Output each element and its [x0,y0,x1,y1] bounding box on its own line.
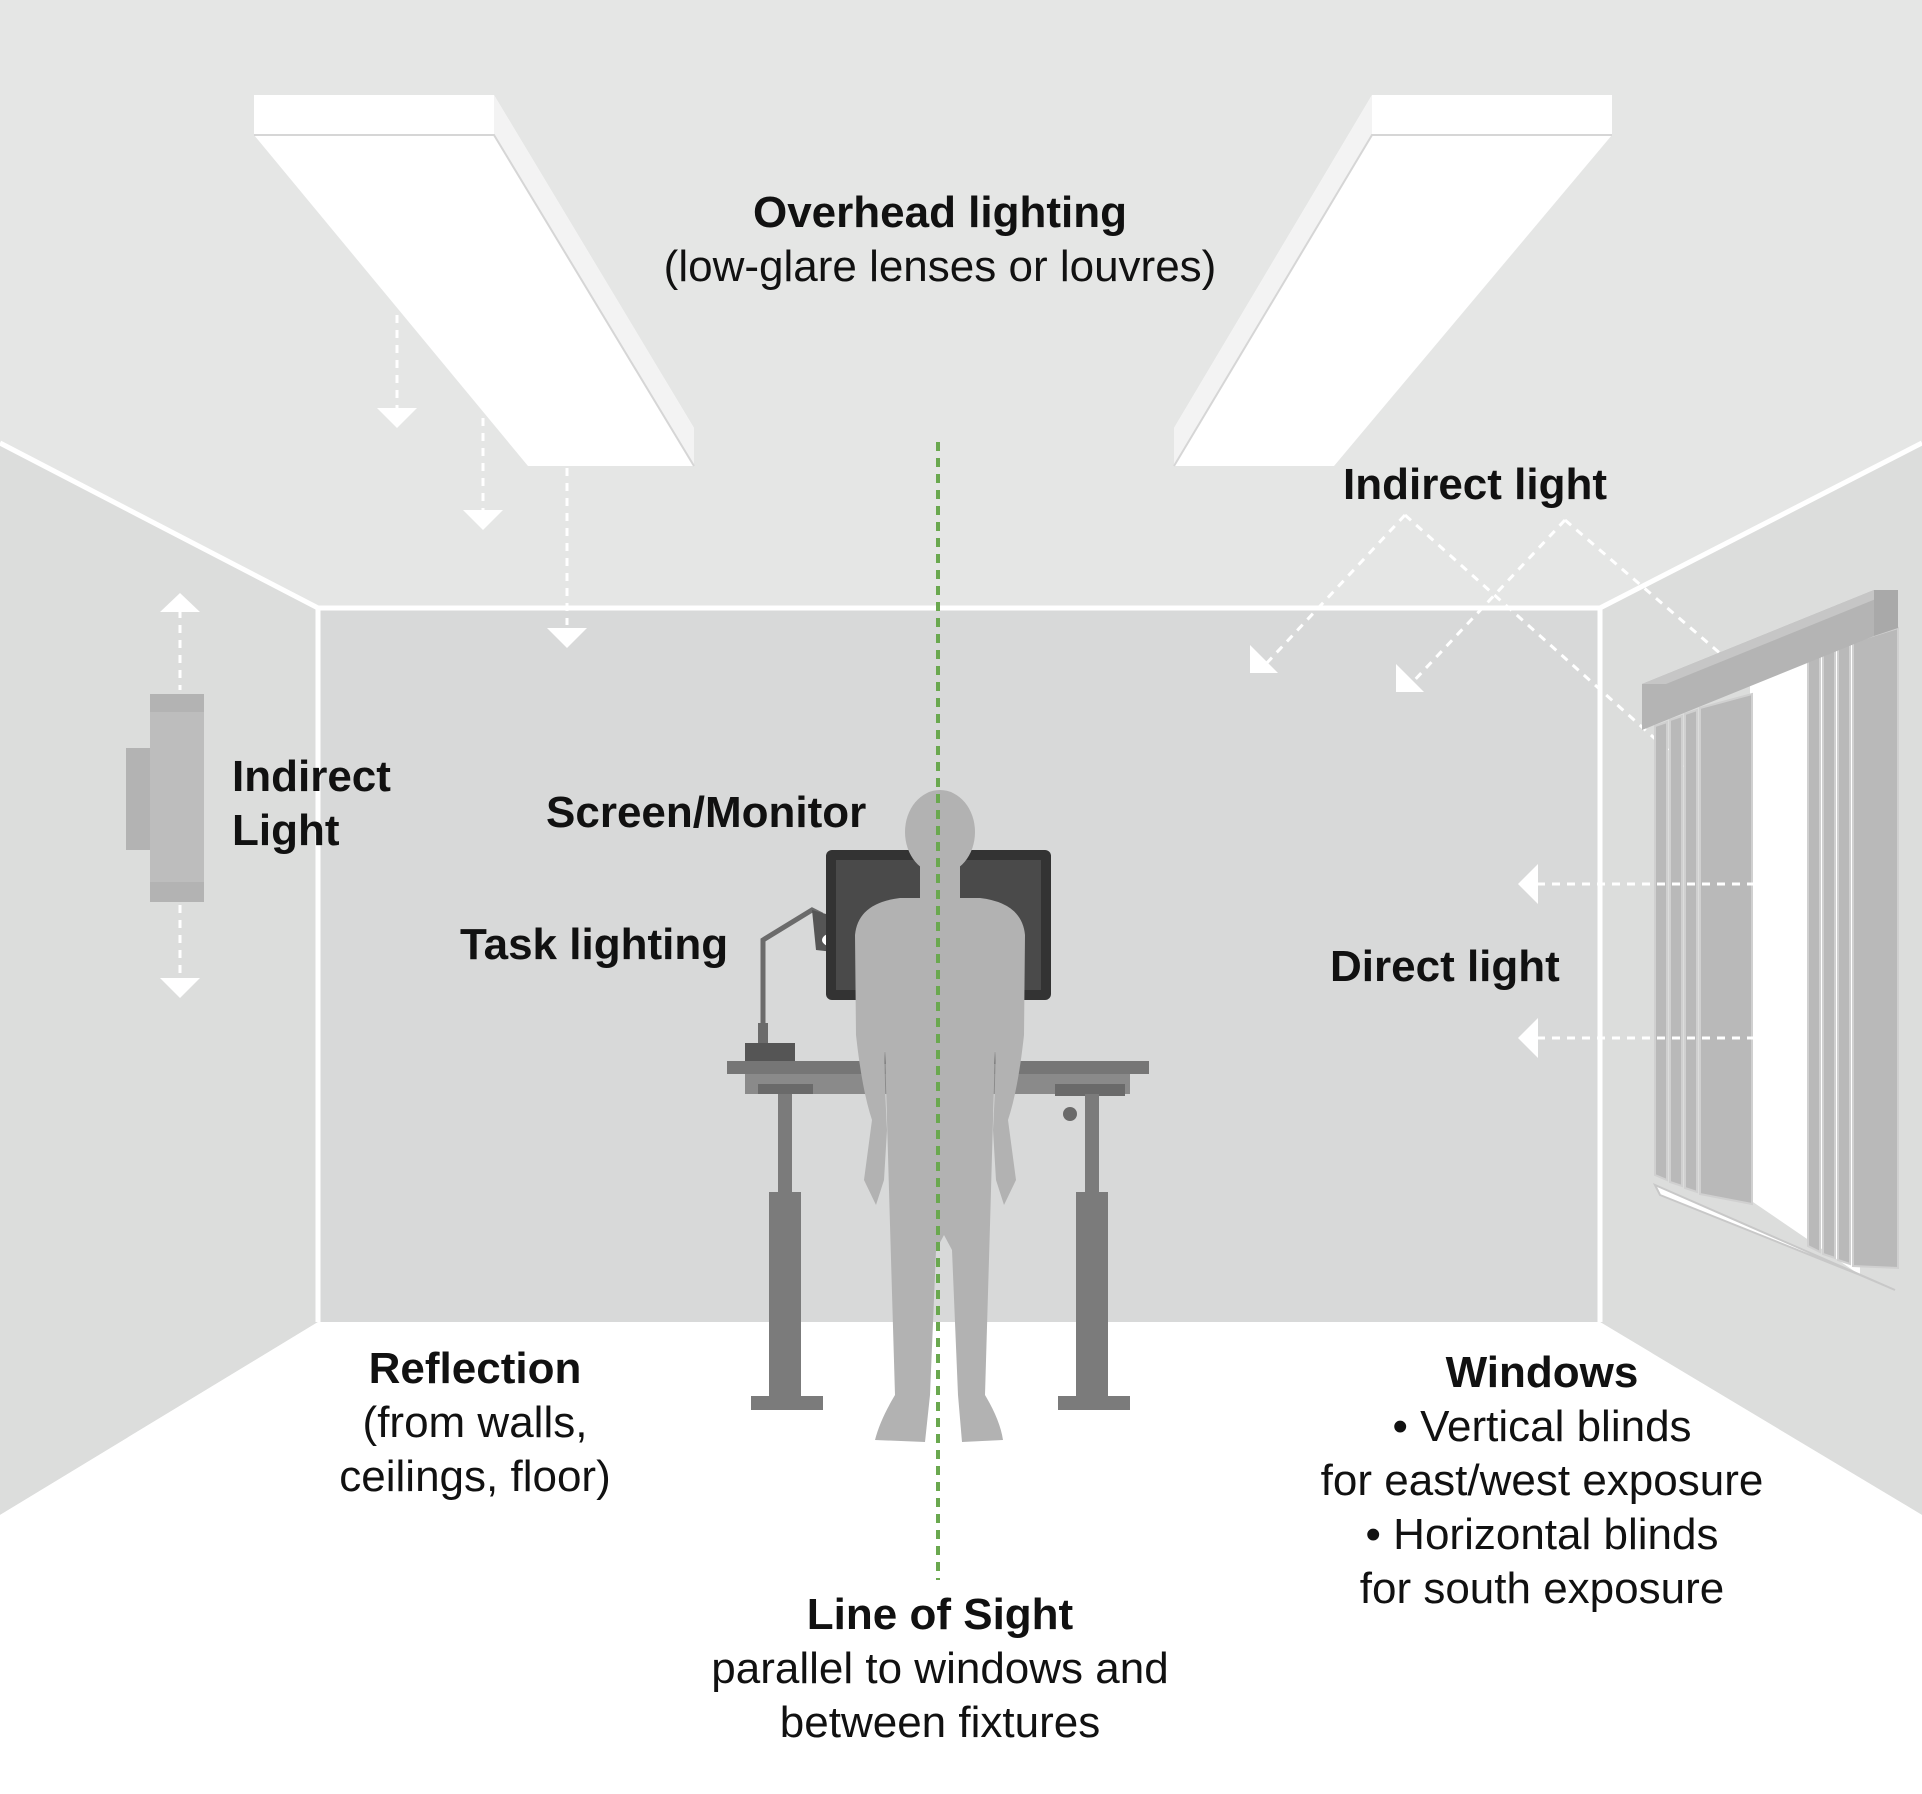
overhead-arrowheads [377,408,587,648]
room-edges [0,440,1922,1322]
windows-line2: for east/west exposure [1320,1456,1764,1505]
direct-light-arrows [1536,882,1755,1040]
overhead-light-arrows [395,315,569,625]
overhead-lighting-note: (low-glare lenses or louvres) [663,242,1217,291]
windows-line4: for south exposure [1359,1564,1725,1613]
reflection-title: Reflection [368,1344,582,1393]
indirect-light-wall-line1: Indirect [232,752,391,801]
indirect-light-label: Indirect light [1343,458,1607,512]
indirect-light-wall-label: Indirect Light [232,750,391,858]
blind-valance [1642,590,1898,730]
screen-monitor-label: Screen/Monitor [546,786,866,840]
task-lighting-label: Task lighting [460,918,728,972]
line-of-sight-line1: parallel to windows and [711,1644,1169,1693]
line-of-sight-line2: between fixtures [779,1698,1101,1747]
indirect-light-arrowheads [1250,645,1424,692]
indirect-light-wall-line2: Light [232,806,340,855]
floor [0,1322,1922,1794]
left-wall [0,443,318,1515]
direct-light-title: Direct light [1330,942,1560,991]
line-of-sight-title: Line of Sight [806,1590,1074,1639]
reflection-line1: (from walls, [362,1398,588,1447]
line-of-sight-label: Line of Sight parallel to windows and be… [640,1588,1240,1750]
wall-sconce [126,694,204,902]
screen-monitor-title: Screen/Monitor [546,788,867,837]
direct-light-arrowheads [1518,864,1538,1058]
direct-light-label: Direct light [1330,940,1560,994]
ceiling [0,0,1922,608]
overhead-lighting-title: Overhead lighting [752,188,1128,237]
reflection-line2: ceilings, floor) [339,1452,611,1501]
reflection-label: Reflection (from walls, ceilings, floor) [275,1342,675,1504]
sconce-arrowheads [160,593,200,998]
overhead-lighting-label: Overhead lighting (low-glare lenses or l… [620,186,1260,294]
left-ceiling-fixture [254,95,695,467]
right-ceiling-fixture [1173,95,1612,467]
task-lighting-title: Task lighting [460,920,729,969]
windows-label: Windows • Vertical blinds for east/west … [1262,1346,1822,1616]
windows-title: Windows [1445,1348,1639,1397]
windows-line3: • Horizontal blinds [1365,1510,1719,1559]
windows-line1: • Vertical blinds [1392,1402,1692,1451]
indirect-light-title: Indirect light [1343,460,1607,509]
